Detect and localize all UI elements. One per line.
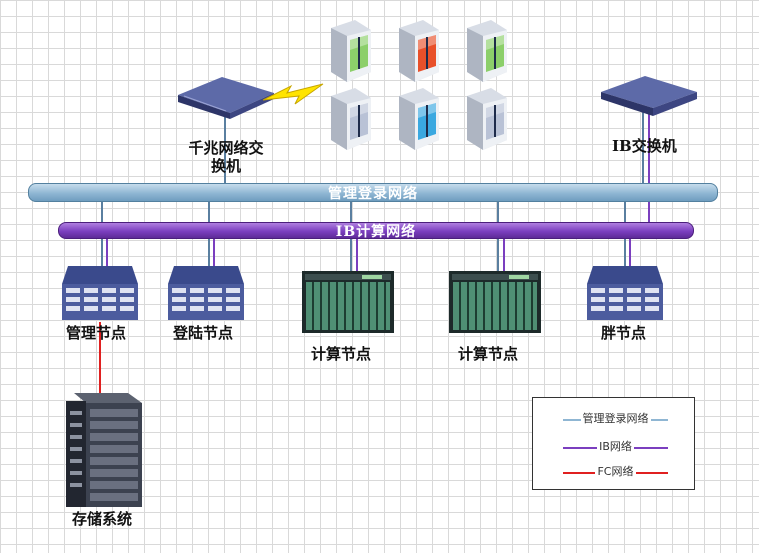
legend-label-management: 管理登录网络 bbox=[580, 412, 651, 425]
storage-rack-icon bbox=[66, 393, 142, 507]
link-fat-node-ib bbox=[629, 237, 631, 268]
compute-node-2-chassis-icon bbox=[449, 271, 541, 333]
lightning-link-icon bbox=[263, 82, 325, 108]
client-workstations bbox=[325, 20, 511, 152]
management-bus-label: 管理登录网络 bbox=[328, 185, 418, 202]
client-workstation-icon bbox=[393, 88, 443, 150]
compute-node-1-label: 计算节点 bbox=[311, 345, 372, 363]
link-storage-fc bbox=[99, 322, 101, 402]
login-node-label: 登陆节点 bbox=[173, 324, 234, 342]
legend-item-fc: FC网络 bbox=[563, 465, 668, 479]
legend-item-management: 管理登录网络 bbox=[563, 412, 668, 426]
client-workstation-icon bbox=[325, 20, 375, 82]
client-workstation-icon bbox=[461, 20, 511, 82]
compute-node-1-chassis-icon bbox=[302, 271, 394, 333]
link-mgmt-node-ib bbox=[106, 237, 108, 268]
client-workstation-icon bbox=[393, 20, 443, 82]
legend: 管理登录网络 IB网络 FC网络 bbox=[532, 397, 695, 490]
link-compute2-ib bbox=[503, 237, 505, 272]
ib-compute-network-bus: IB计算网络 bbox=[58, 222, 694, 240]
gigabit-switch-icon bbox=[178, 75, 274, 119]
client-workstation-icon bbox=[325, 88, 375, 150]
login-node-server-icon bbox=[168, 266, 244, 320]
link-gigabit-switch-mgmt bbox=[224, 115, 226, 185]
compute-node-2-label: 计算节点 bbox=[458, 345, 519, 363]
ib-switch-icon bbox=[601, 74, 697, 116]
legend-item-ib: IB网络 bbox=[563, 440, 668, 454]
management-node-label: 管理节点 bbox=[66, 324, 127, 342]
link-ib-switch-mgmt bbox=[642, 110, 644, 185]
ib-bus-label: IB计算网络 bbox=[335, 223, 417, 240]
client-workstation-icon bbox=[461, 88, 511, 150]
gigabit-switch-label: 千兆网络交 换机 bbox=[188, 139, 264, 175]
fat-node-server-icon bbox=[587, 266, 663, 320]
fat-node-label: 胖节点 bbox=[601, 324, 647, 342]
legend-label-ib: IB网络 bbox=[597, 440, 634, 453]
link-ib-switch bbox=[648, 110, 650, 225]
management-login-network-bus: 管理登录网络 bbox=[28, 183, 718, 202]
link-compute1-ib bbox=[356, 237, 358, 272]
link-login-node-ib bbox=[213, 237, 215, 268]
storage-system-label: 存储系统 bbox=[72, 510, 133, 528]
management-node-server-icon bbox=[62, 266, 138, 320]
legend-label-fc: FC网络 bbox=[595, 465, 636, 478]
ib-switch-label: IB交换机 bbox=[612, 137, 677, 155]
